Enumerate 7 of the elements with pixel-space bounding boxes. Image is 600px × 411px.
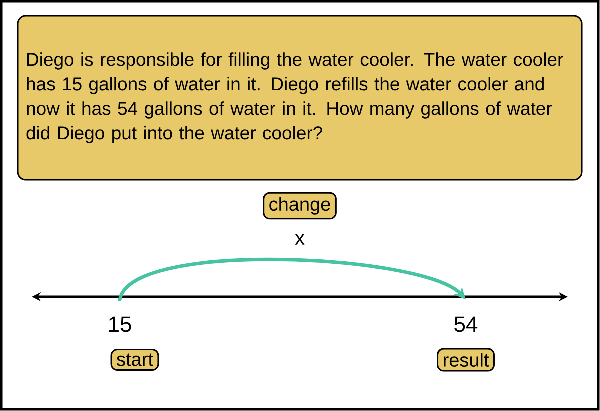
number-value: 54 xyxy=(454,316,478,332)
label-badge: change xyxy=(263,192,337,220)
unknown-value: x xyxy=(295,234,305,245)
label-badge: result xyxy=(437,348,495,372)
problem-box: Diego is responsible for filling the water cooler. The water cooler has 15 gallons of water in it. Diego refills the water cooler and now it has 54 gallons of water in it. How many gallons of water did Diego put into the water cooler? xyxy=(17,15,583,181)
label-badge: start xyxy=(110,349,160,371)
number-value: 15 xyxy=(109,316,132,332)
